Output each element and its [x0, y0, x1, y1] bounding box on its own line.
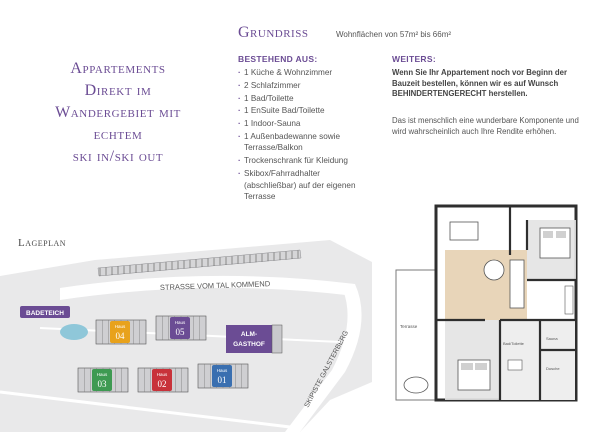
closet [564, 285, 574, 315]
house-badge [92, 369, 112, 391]
feature-item: 1 EnSuite Bad/Toilette [238, 105, 370, 117]
house-02: Haus 02 [137, 367, 189, 393]
house-word: Haus [97, 372, 108, 377]
house-badge [152, 369, 172, 391]
house-number: 05 [176, 327, 186, 337]
house-number: 01 [218, 375, 227, 385]
house-01: Haus 01 [197, 363, 249, 389]
headline-line: ski in/ski out [72, 148, 164, 165]
feature-item: 1 Bad/Toilette [238, 93, 370, 105]
pond [60, 324, 88, 340]
alm-gasthof [226, 325, 272, 353]
feature-list: 1 Küche & Wohnzimmer 2 Schlafzimmer 1 Ba… [238, 67, 370, 204]
feature-item: Skibox/Fahrradhalter (abschließbar) auf … [238, 168, 370, 203]
house-badge [212, 365, 232, 387]
feature-item: 1 Indoor-Sauna [238, 118, 370, 130]
terrace-label: Terrasse [400, 324, 418, 329]
lageplan-title: Lageplan [18, 237, 67, 249]
house-word: Haus [157, 372, 168, 377]
headline-line: Direkt im [84, 82, 152, 99]
dining-table [483, 259, 505, 281]
floorplan: Terrasse Bad/Toilette Sauna Dusche [395, 204, 578, 402]
house-03: Haus 03 [77, 367, 129, 393]
inner-walls [436, 206, 576, 400]
house-number: 02 [158, 379, 167, 389]
main-road [60, 275, 355, 300]
grundriss-title: Grundriss [238, 24, 309, 41]
pond-label-box [20, 306, 70, 318]
headline-line: echtem [93, 126, 143, 143]
feature-item: 1 Küche & Wohnzimmer [238, 67, 370, 79]
house-04: Haus 04 [95, 319, 147, 345]
inn-label: ALM- [241, 331, 257, 338]
headline-line: Wandergebiet mit [55, 104, 181, 121]
house-number: 04 [116, 331, 126, 341]
side-road [285, 284, 362, 432]
outdoor-bathtub [403, 376, 429, 394]
feature-item: Trockenschrank für Kleidung [238, 155, 370, 167]
inn-label: GASTHOF [233, 341, 265, 348]
feature-item: 2 Schlafzimmer [238, 80, 370, 92]
toilet [507, 359, 523, 371]
grundriss-subtitle: Wohnflächen von 57m² bis 66m² [336, 30, 452, 39]
house-number: 03 [98, 379, 108, 389]
house-badge [110, 321, 130, 343]
site-map: STRASSE VOM TAL KOMMEND SKIPISTE GALSTER… [0, 240, 372, 432]
pond-label: BADETEICH [26, 310, 64, 317]
weiters-heading: WEITERS: [392, 54, 436, 64]
sofa [449, 221, 479, 241]
road-label: STRASSE VOM TAL KOMMEND [160, 279, 271, 292]
house-word: Haus [115, 324, 126, 329]
kitchen-counter [509, 259, 525, 309]
headline-line: Appartements [70, 60, 166, 77]
shower-label: Dusche [546, 366, 560, 371]
bestehend-heading: BESTEHEND AUS: [238, 54, 318, 64]
feature-item: 1 Außenbadewanne sowie Terrasse/Balkon [238, 131, 370, 154]
house-05: Haus 05 [155, 315, 207, 341]
house-word: Haus [175, 320, 186, 325]
sauna-label: Sauna [546, 336, 558, 341]
headline: Appartements Direkt im Wandergebiet mit … [18, 58, 218, 168]
house-word: Haus [217, 368, 228, 373]
house-badge [170, 317, 190, 339]
weiters-bold-text: Wenn Sie Ihr Appartement noch vor Beginn… [392, 68, 568, 98]
bath-label: Bad/Toilette [503, 341, 525, 346]
weiters-text: Das ist menschlich eine wunderbare Kompo… [392, 116, 579, 136]
